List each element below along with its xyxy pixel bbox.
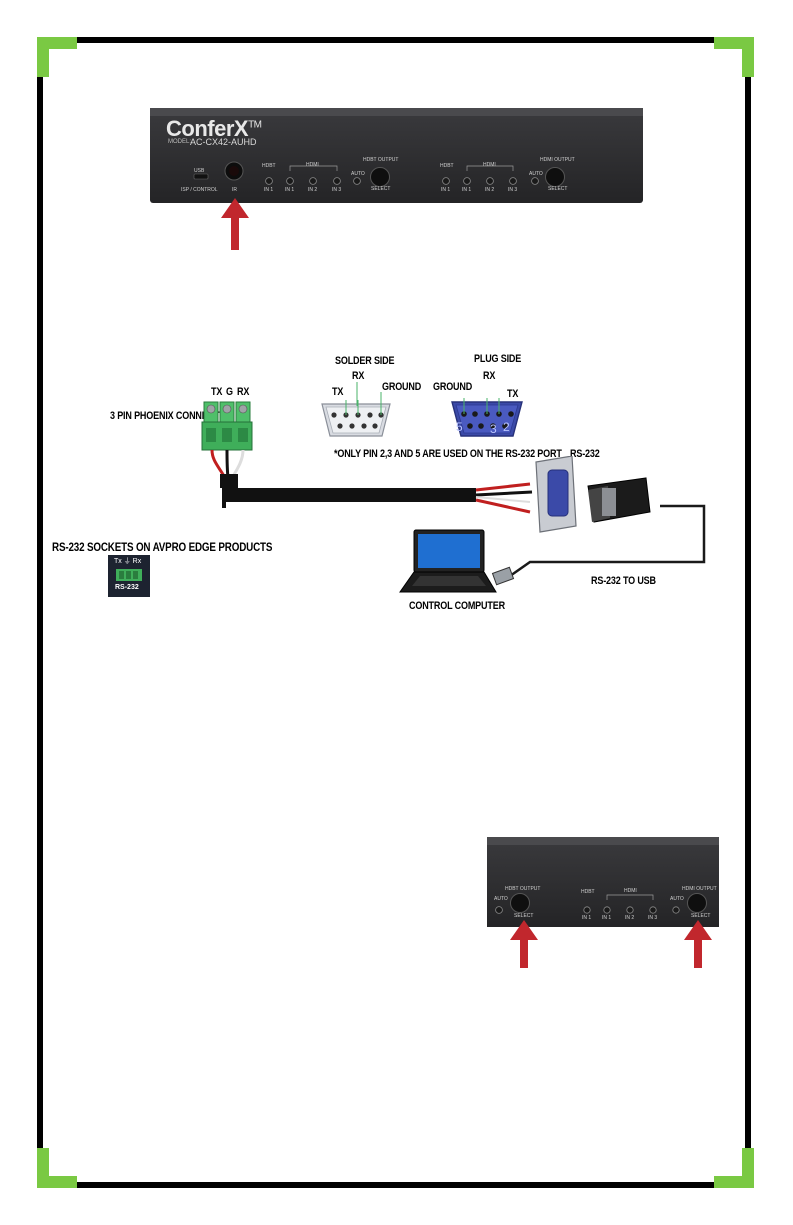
db9-solder-side-image [321, 400, 391, 437]
auto-label: AUTO [351, 171, 365, 177]
select-label: SELECT [371, 186, 391, 192]
solder-ground-label: GROUND [382, 381, 422, 393]
hdmi-label: HDMI [624, 888, 637, 894]
arrow-up-icon [684, 920, 712, 968]
ir-label: IR [232, 187, 237, 193]
model-number: AC-CX42-AUHD [190, 137, 257, 147]
phoenix-connector-label: 3 PIN PHOENIX CONNECTOR [110, 410, 233, 422]
rs232-sockets-title: RS-232 SOCKETS ON AVPRO EDGE PRODUCTS [52, 540, 273, 554]
hdmi-output-label: HDMI OUTPUT [682, 886, 717, 892]
hdbt-label: HDBT [581, 889, 595, 895]
solder-side-label: SOLDER SIDE [335, 355, 395, 367]
corner-bracket-top-right [714, 37, 754, 77]
auto-label: AUTO [494, 896, 508, 902]
in1-label: IN 1 [602, 915, 612, 921]
plug-pin-5-number: 5 [456, 420, 463, 434]
in2-label: IN 2 [308, 187, 318, 193]
auto-label: AUTO [670, 896, 684, 902]
in2-label: IN 2 [485, 187, 495, 193]
brand-logo: ConferXTM [166, 116, 262, 141]
in3-label: IN 3 [648, 915, 658, 921]
rs232-socket-image [108, 555, 150, 597]
arrow-up-icon [221, 198, 249, 250]
control-computer-label: CONTROL COMPUTER [409, 600, 505, 612]
front-panel-detail-device [487, 837, 719, 927]
in2-label: IN 2 [625, 915, 635, 921]
hdbt-label: HDBT [262, 163, 276, 169]
phoenix-tx-label: TX [211, 386, 223, 398]
corner-bracket-bottom-right [714, 1148, 754, 1188]
in3-label: IN 3 [508, 187, 518, 193]
in1-label: IN 1 [462, 187, 472, 193]
hdmi-label: HDMI [483, 162, 496, 168]
rs232-label: RS-232 [570, 448, 600, 460]
select-label: SELECT [548, 186, 568, 192]
in1-label: IN 1 [264, 187, 274, 193]
in1-label: IN 1 [285, 187, 295, 193]
corner-bracket-top-left [37, 37, 77, 77]
rs232-to-usb-label: RS-232 TO USB [591, 575, 656, 587]
hdmi-label: HDMI [306, 162, 319, 168]
plug-side-label: PLUG SIDE [474, 353, 522, 365]
front-panel-device [150, 108, 643, 203]
in1-label: IN 1 [582, 915, 592, 921]
select-label: SELECT [514, 913, 534, 919]
plug-ground-label: GROUND [433, 381, 473, 393]
phoenix-connector-image [201, 401, 253, 488]
arrow-up-icon [510, 920, 538, 968]
pin-note: *ONLY PIN 2,3 AND 5 ARE USED ON THE RS-2… [334, 448, 562, 460]
db9-plug-side-image [451, 398, 523, 437]
model-label: MODEL: [168, 139, 192, 145]
laptop-icon [399, 529, 497, 593]
solder-pin-leader-lines [345, 382, 382, 408]
usb-cable-image [491, 504, 706, 586]
usb-label: USB [194, 168, 205, 174]
plug-pin-2-number: 2 [503, 420, 510, 434]
hdbt-output-label: HDBT OUTPUT [363, 157, 399, 163]
corner-bracket-bottom-left [37, 1148, 77, 1188]
plug-pin-3-number: 3 [490, 422, 497, 436]
in1-label: IN 1 [441, 187, 451, 193]
hdbt-label: HDBT [440, 163, 454, 169]
plug-rx-label: RX [483, 370, 496, 382]
solder-tx-label: TX [332, 386, 344, 398]
page-border [37, 37, 751, 1188]
select-label: SELECT [691, 913, 711, 919]
serial-cable-image [222, 482, 533, 514]
hdmi-output-label: HDMI OUTPUT [540, 157, 575, 163]
hdbt-output-label: HDBT OUTPUT [505, 886, 541, 892]
auto-label: AUTO [529, 171, 543, 177]
plug-tx-label: TX [507, 388, 519, 400]
socket-txrx-label: Tx ⏚ Rx [114, 558, 142, 565]
phoenix-g-label: G [226, 386, 233, 398]
isp-control-label: ISP / CONTROL [181, 187, 218, 193]
socket-rs232-label: RS-232 [115, 584, 139, 591]
solder-rx-label: RX [352, 370, 365, 382]
in3-label: IN 3 [332, 187, 342, 193]
rs232-connector-image [535, 456, 651, 533]
phoenix-rx-label: RX [237, 386, 250, 398]
